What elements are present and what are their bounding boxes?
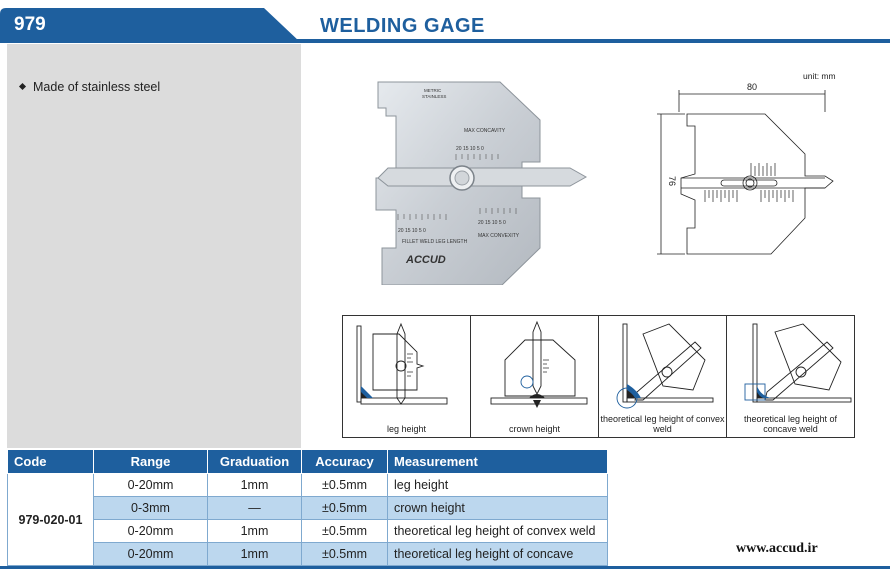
feature-panel bbox=[7, 44, 301, 448]
usage-leg-height: leg height bbox=[343, 316, 471, 437]
photo-label: STAINLESS bbox=[422, 94, 446, 99]
cell-range: 0-20mm bbox=[93, 519, 208, 543]
photo-scale: 20 15 10 5 0 bbox=[478, 220, 506, 226]
page-title: WELDING GAGE bbox=[320, 15, 485, 37]
table-row: 0-20mm 1mm ±0.5mm theoretical leg height… bbox=[8, 519, 608, 543]
usage-crown-height: crown height bbox=[471, 316, 599, 437]
cell-range: 0-20mm bbox=[93, 542, 208, 566]
cell-accuracy: ±0.5mm bbox=[301, 519, 388, 543]
website-url[interactable]: www.accud.ir bbox=[736, 541, 818, 556]
photo-scale: 20 15 10 5 0 bbox=[456, 146, 484, 152]
technical-drawing: 80 76 bbox=[657, 82, 834, 255]
cell-graduation: 1mm bbox=[207, 473, 302, 497]
header-tab bbox=[0, 8, 300, 42]
product-photo: METRIC STAINLESS MAX CONCAVITY 20 15 10 … bbox=[375, 81, 588, 285]
column-header: Measurement bbox=[387, 449, 608, 474]
usage-caption: leg height bbox=[386, 424, 427, 434]
cell-measurement: leg height bbox=[387, 473, 608, 497]
brand-logo-text: ACCUD bbox=[405, 254, 446, 266]
gage-slider bbox=[377, 167, 588, 187]
photo-label: METRIC bbox=[424, 88, 442, 93]
cell-graduation: 1mm bbox=[207, 519, 302, 543]
cell-range: 0-3mm bbox=[93, 496, 208, 520]
cell-measurement: theoretical leg height of concave bbox=[387, 542, 608, 566]
table-row: 0-3mm — ±0.5mm crown height bbox=[8, 496, 608, 520]
photo-label: MAX CONCAVITY bbox=[464, 128, 506, 134]
cell-measurement: crown height bbox=[387, 496, 608, 520]
column-header: Accuracy bbox=[301, 449, 388, 474]
cell-accuracy: ±0.5mm bbox=[301, 496, 388, 520]
usage-caption: theoretical leg height of concave weld bbox=[743, 414, 838, 434]
photo-label: MAX CONVEXITY bbox=[478, 233, 520, 239]
usage-caption: theoretical leg height of convex weld bbox=[600, 414, 725, 434]
spec-table: Code Range Graduation Accuracy Measureme… bbox=[7, 449, 608, 566]
dimension-width: 80 bbox=[747, 82, 757, 92]
cell-graduation: — bbox=[207, 496, 302, 520]
cell-graduation: 1mm bbox=[207, 542, 302, 566]
usage-convex-weld: theoretical leg height of convex weld bbox=[599, 316, 727, 437]
usage-concave-weld: theoretical leg height of concave weld bbox=[727, 316, 854, 437]
unit-label: unit: mm bbox=[803, 71, 836, 81]
table-header-row: Code Range Graduation Accuracy Measureme… bbox=[7, 449, 608, 474]
usage-caption: crown height bbox=[508, 424, 561, 434]
cell-accuracy: ±0.5mm bbox=[301, 542, 388, 566]
product-code: 979-020-01 bbox=[7, 473, 94, 566]
bullet-icon bbox=[18, 82, 27, 91]
photo-scale: 20 15 10 5 0 bbox=[398, 228, 426, 234]
table-row: 0-20mm 1mm ±0.5mm theoretical leg height… bbox=[8, 542, 608, 566]
cell-measurement: theoretical leg height of convex weld bbox=[387, 519, 608, 543]
cell-accuracy: ±0.5mm bbox=[301, 473, 388, 497]
cell-range: 0-20mm bbox=[93, 473, 208, 497]
column-header: Graduation bbox=[207, 449, 302, 474]
header-rule bbox=[0, 39, 890, 43]
column-header: Code bbox=[7, 449, 94, 474]
table-row: 979-020-01 0-20mm 1mm ±0.5mm leg height bbox=[7, 473, 608, 566]
product-number: 979 bbox=[14, 14, 46, 35]
footer-rule bbox=[0, 566, 890, 569]
photo-label: FILLET WELD LEG LENGTH bbox=[402, 239, 468, 245]
feature-item: Made of stainless steel bbox=[18, 80, 160, 94]
column-header: Range bbox=[93, 449, 208, 474]
dimension-height: 76 bbox=[667, 176, 677, 186]
usage-illustrations: leg height crown height bbox=[342, 315, 855, 438]
